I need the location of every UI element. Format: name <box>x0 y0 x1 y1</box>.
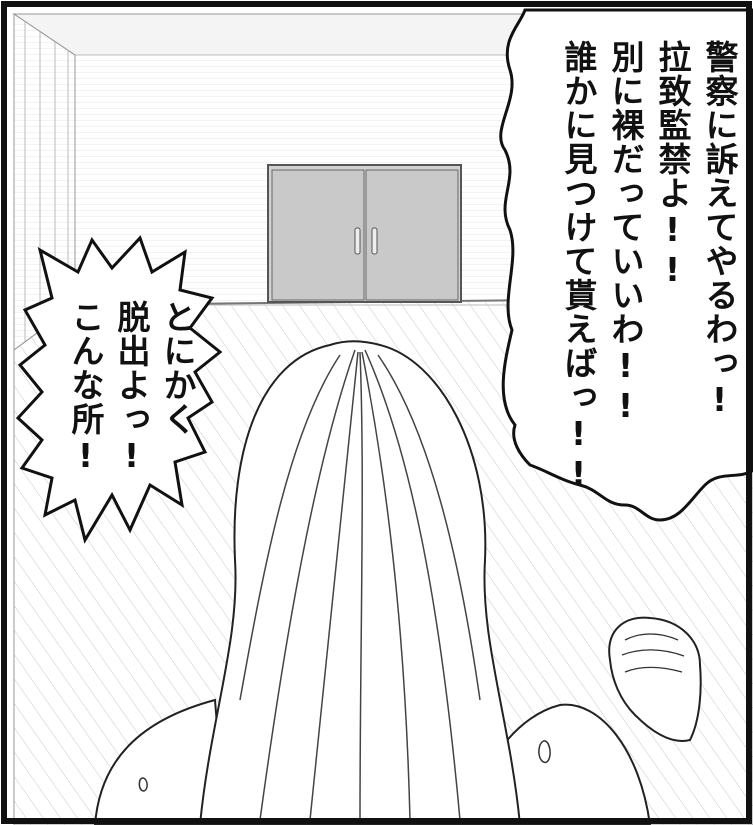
speech-right-line-1: 警察に訴えてやるわっ! <box>700 40 739 420</box>
speech-right-line-3: 別に裸だっていいわ!! <box>606 40 645 426</box>
speech-text-left: とにかく 脱出よっ! こんな所! <box>62 300 200 500</box>
speech-right-line-2: 拉致監禁よ!! <box>653 40 692 290</box>
character-back <box>93 340 702 825</box>
speech-left-line-1: とにかく <box>158 300 197 436</box>
speech-left-line-3: こんな所! <box>66 300 105 476</box>
speech-left-line-2: 脱出よっ! <box>112 300 151 476</box>
speech-bubble-left <box>15 235 223 544</box>
speech-text-right: 警察に訴えてやるわっ! 拉致監禁よ!! 別に裸だっていいわ!! 誰かに見つけて貰… <box>555 40 743 494</box>
speech-right-line-4: 誰かに見つけて貰えばっ!! <box>559 40 598 494</box>
cabinet-doors <box>267 164 462 303</box>
speech-bubble-right <box>499 8 753 522</box>
